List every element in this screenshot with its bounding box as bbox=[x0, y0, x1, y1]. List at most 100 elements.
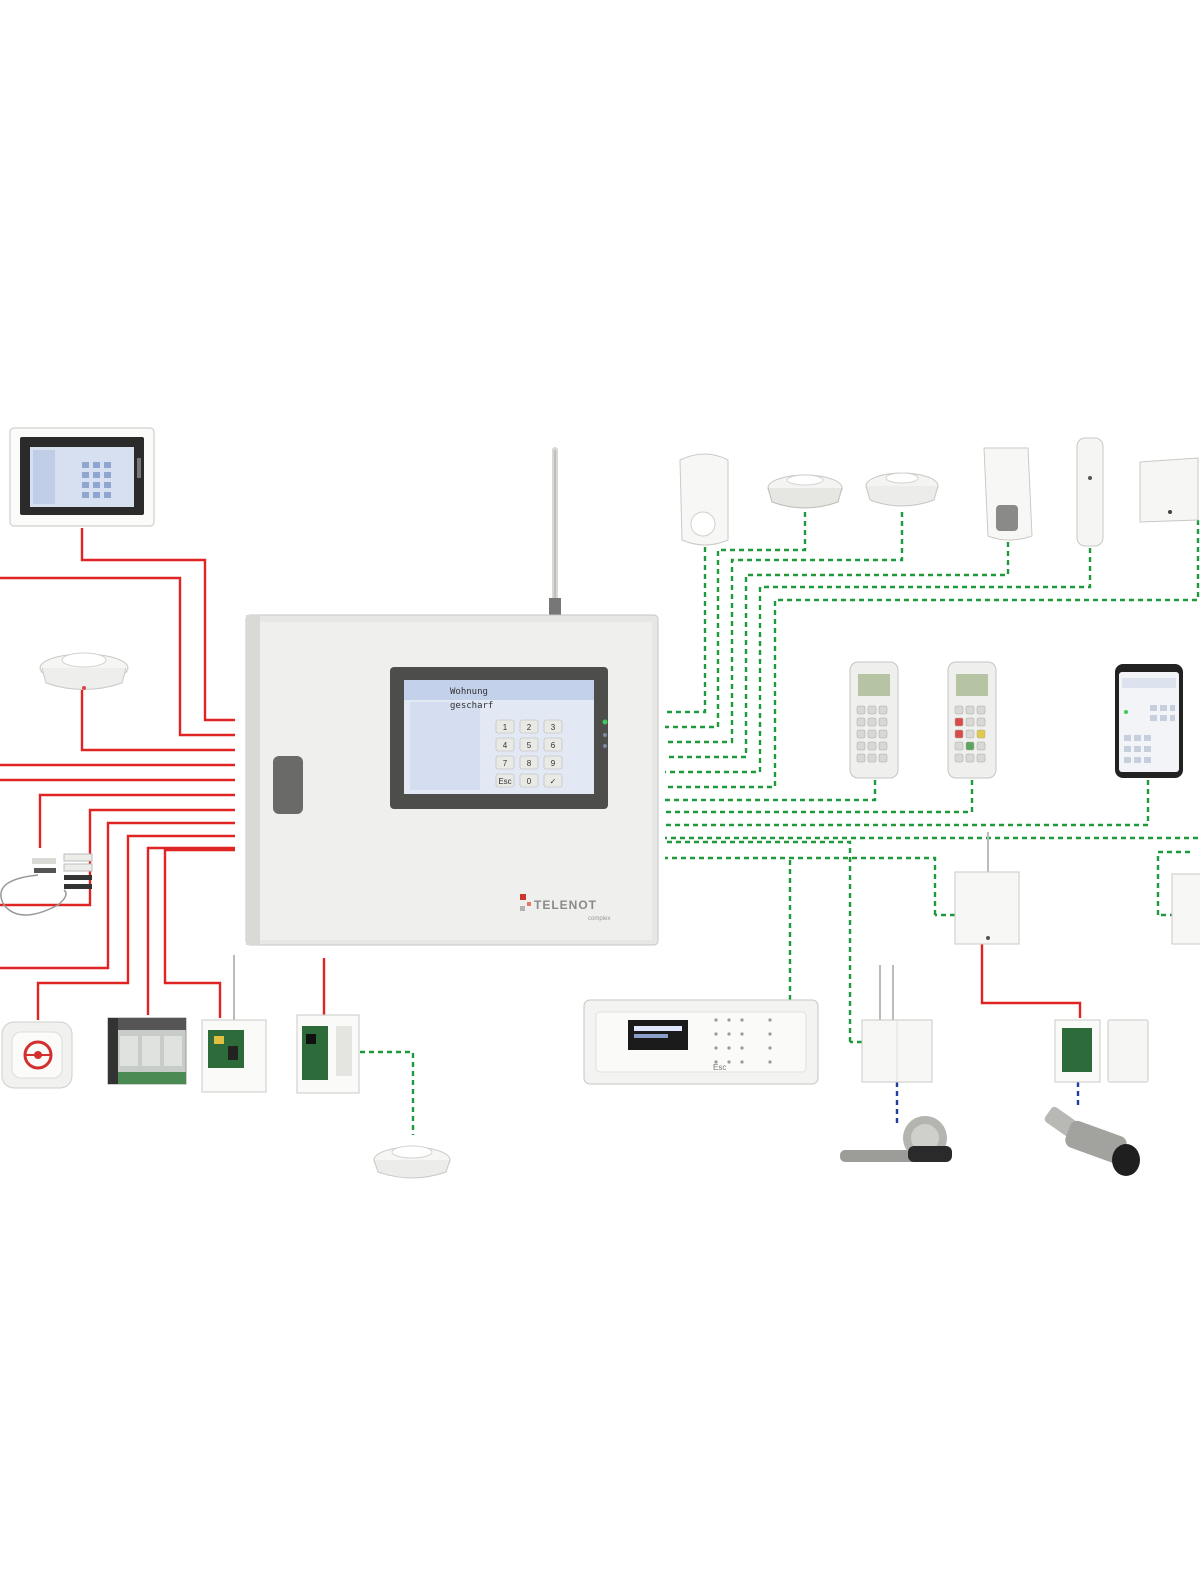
window-contact-icon bbox=[1076, 437, 1104, 547]
panel-key: 1 bbox=[495, 719, 515, 734]
din-rail-module-icon bbox=[107, 1017, 187, 1085]
screen-line-1: Wohnung bbox=[450, 687, 488, 697]
remote-key bbox=[878, 741, 888, 751]
remote-keypad-icon bbox=[947, 661, 997, 779]
panel-key: 7 bbox=[495, 755, 515, 770]
remote-key bbox=[878, 753, 888, 763]
panel-brand: TELENOT bbox=[534, 898, 597, 912]
remote-key bbox=[965, 717, 975, 727]
smoke-detector-icon bbox=[373, 1145, 451, 1179]
panel-key-label: 4 bbox=[503, 741, 508, 750]
door-contact-icon bbox=[0, 853, 93, 916]
panel-key-label: 0 bbox=[527, 777, 532, 786]
remote-key bbox=[976, 729, 986, 739]
remote-key bbox=[965, 741, 975, 751]
screen-line-2: gescharf bbox=[450, 701, 493, 711]
wall-key bbox=[768, 1060, 772, 1064]
panel-key: Esc bbox=[495, 773, 515, 788]
panel-key-label: 6 bbox=[551, 741, 556, 750]
radio-module-icon bbox=[861, 965, 933, 1083]
remote-key bbox=[954, 753, 964, 763]
smoke-detector-icon bbox=[39, 652, 129, 690]
panel-key: 5 bbox=[519, 737, 539, 752]
lock-cylinder-icon bbox=[1044, 1106, 1140, 1176]
lock-link-lines bbox=[895, 1082, 1080, 1125]
remote-key bbox=[954, 729, 964, 739]
remote-key bbox=[856, 753, 866, 763]
remote-key bbox=[867, 753, 877, 763]
remote-keypad-icon bbox=[849, 661, 899, 779]
panel-key-label: 9 bbox=[551, 759, 556, 768]
communication-module-icon bbox=[296, 1014, 360, 1094]
wall-key bbox=[740, 1060, 744, 1064]
heat-detector-icon bbox=[865, 472, 939, 507]
motion-detector-icon bbox=[983, 447, 1033, 541]
panel-key-label: 5 bbox=[527, 741, 532, 750]
smoke-detector-icon bbox=[767, 474, 843, 509]
radio-link-lines bbox=[360, 512, 1200, 1135]
radio-receiver-icon bbox=[954, 832, 1020, 945]
remote-key bbox=[965, 729, 975, 739]
radio-module-icon bbox=[201, 955, 267, 1093]
wall-key bbox=[727, 1018, 731, 1022]
panel-key: ✓ bbox=[543, 773, 563, 788]
wall-key bbox=[768, 1018, 772, 1022]
panel-key: 0 bbox=[519, 773, 539, 788]
panel-key-label: 2 bbox=[527, 723, 532, 732]
panel-key-label: 8 bbox=[527, 759, 532, 768]
remote-key bbox=[976, 717, 986, 727]
wall-key bbox=[727, 1060, 731, 1064]
panel-key-label: Esc bbox=[498, 777, 511, 786]
remote-key bbox=[867, 729, 877, 739]
wall-key bbox=[714, 1046, 718, 1050]
wall-key bbox=[714, 1018, 718, 1022]
panel-key-label: ✓ bbox=[550, 777, 557, 786]
remote-key bbox=[878, 705, 888, 715]
wall-key bbox=[714, 1060, 718, 1064]
wall-key bbox=[740, 1032, 744, 1036]
remote-key bbox=[954, 705, 964, 715]
panel-key: 9 bbox=[543, 755, 563, 770]
remote-key bbox=[976, 753, 986, 763]
remote-key bbox=[856, 717, 866, 727]
remote-key bbox=[856, 705, 866, 715]
remote-key bbox=[867, 705, 877, 715]
remote-key bbox=[954, 741, 964, 751]
panel-key-label: 7 bbox=[503, 759, 508, 768]
wall-key bbox=[740, 1046, 744, 1050]
panel-model: complex bbox=[588, 916, 610, 922]
remote-key bbox=[976, 741, 986, 751]
smartphone-icon bbox=[1115, 664, 1183, 778]
touch-panel-icon bbox=[9, 427, 155, 527]
wall-keypad-icon: Esc bbox=[583, 999, 819, 1085]
remote-key bbox=[954, 717, 964, 727]
panel-key: 6 bbox=[543, 737, 563, 752]
panel-key: 8 bbox=[519, 755, 539, 770]
wall-keypad-esc: Esc bbox=[713, 1063, 726, 1072]
motion-detector-icon bbox=[679, 453, 729, 546]
remote-key bbox=[878, 729, 888, 739]
door-handle-icon bbox=[840, 1116, 952, 1162]
wired-bus-lines bbox=[0, 528, 1082, 1020]
remote-key bbox=[965, 705, 975, 715]
glass-break-sensor-icon bbox=[1139, 457, 1199, 523]
access-control-module-icon bbox=[1054, 1019, 1149, 1083]
remote-key bbox=[965, 753, 975, 763]
wall-key bbox=[768, 1046, 772, 1050]
wall-key bbox=[727, 1032, 731, 1036]
panel-key-label: 3 bbox=[551, 723, 556, 732]
panel-key: 3 bbox=[543, 719, 563, 734]
panel-key: 4 bbox=[495, 737, 515, 752]
remote-key bbox=[878, 717, 888, 727]
remote-key bbox=[867, 717, 877, 727]
radio-receiver-icon bbox=[1171, 873, 1200, 945]
wall-key bbox=[740, 1018, 744, 1022]
wall-key bbox=[727, 1046, 731, 1050]
wall-key bbox=[714, 1032, 718, 1036]
panel-key-label: 1 bbox=[503, 723, 508, 732]
remote-key bbox=[856, 741, 866, 751]
